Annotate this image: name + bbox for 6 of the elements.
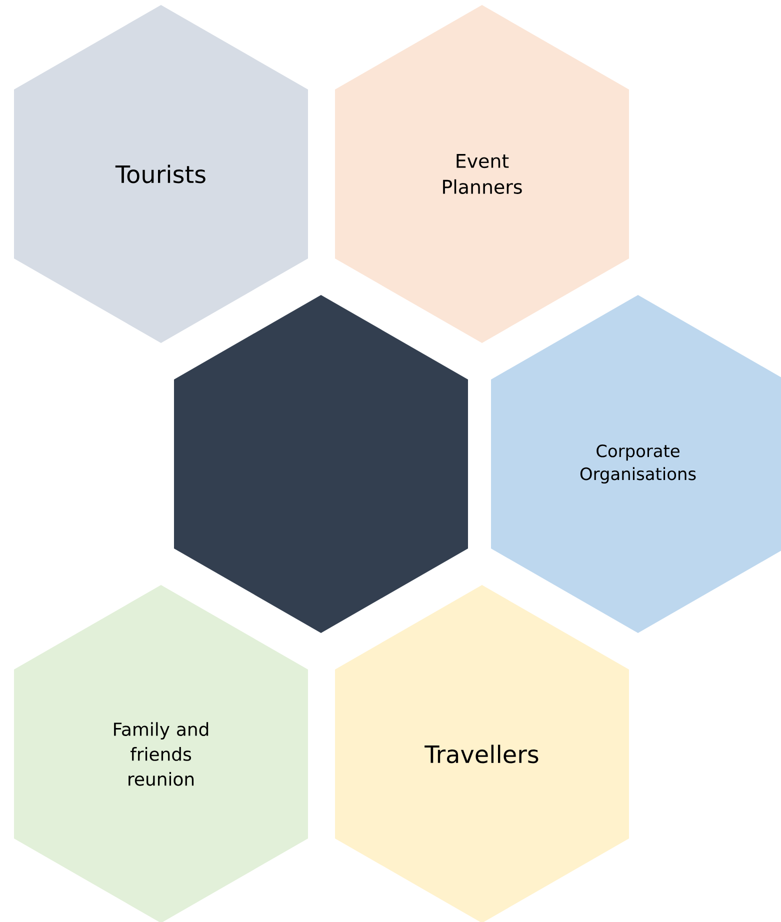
hexagon xyxy=(174,295,468,633)
hexagon: Corporate Organisations xyxy=(491,295,781,633)
hexagon: Event Planners xyxy=(335,5,629,343)
hexagon: Family and friends reunion xyxy=(14,585,308,922)
hexagon: Travellers xyxy=(335,585,629,922)
hexagon: Tourists xyxy=(14,5,308,343)
